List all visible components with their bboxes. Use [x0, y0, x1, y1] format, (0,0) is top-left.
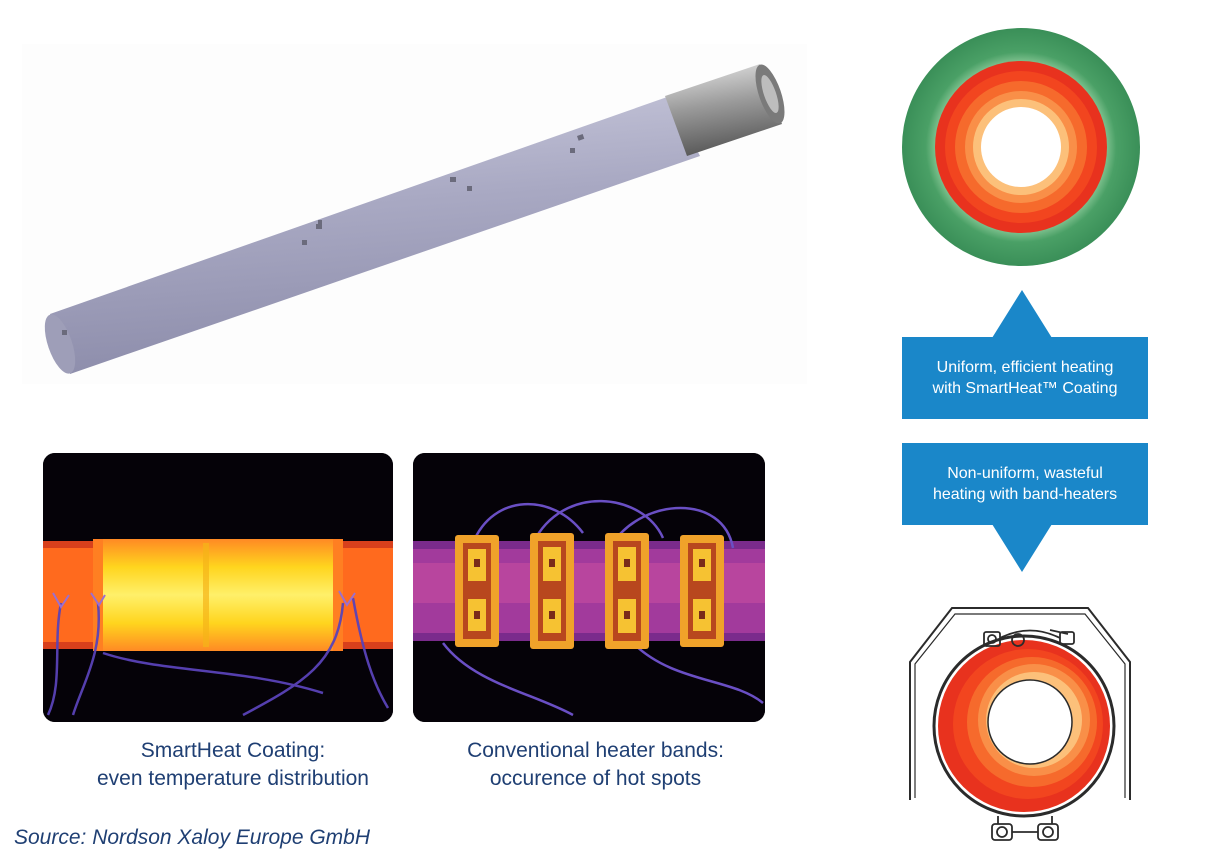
label-uniform-heating: Uniform, efficient heating with SmartHea…: [902, 337, 1148, 419]
caption-smartheat-line1: SmartHeat Coating:: [140, 739, 326, 762]
caption-conventional: Conventional heater bands: occurence of …: [413, 737, 778, 793]
label-uniform-line2: with SmartHeat™ Coating: [932, 380, 1118, 397]
cross-section-smartheat: [902, 28, 1140, 266]
caption-conventional-line2: occurence of hot spots: [489, 767, 702, 790]
cross-section-band-heater: [909, 607, 1131, 841]
label-non-uniform-line2: heating with band-heaters: [932, 486, 1118, 503]
label-non-uniform-line1: Non-uniform, wasteful: [947, 465, 1103, 482]
source-credit: Source: Nordson Xaloy Europe GmbH: [14, 826, 371, 849]
label-non-uniform-heating: Non-uniform, wasteful heating with band-…: [902, 443, 1148, 525]
thermal-image-band-heaters: [413, 453, 765, 722]
label-uniform-line1: Uniform, efficient heating: [936, 359, 1114, 376]
arrow-up-icon: [992, 290, 1052, 338]
barrel-tube-image: [22, 44, 807, 384]
caption-conventional-line1: Conventional heater bands:: [467, 739, 724, 762]
caption-smartheat: SmartHeat Coating: even temperature dist…: [43, 737, 423, 793]
arrow-down-icon: [992, 524, 1052, 572]
caption-smartheat-line2: even temperature distribution: [97, 767, 369, 790]
thermal-image-smartheat: [43, 453, 393, 722]
